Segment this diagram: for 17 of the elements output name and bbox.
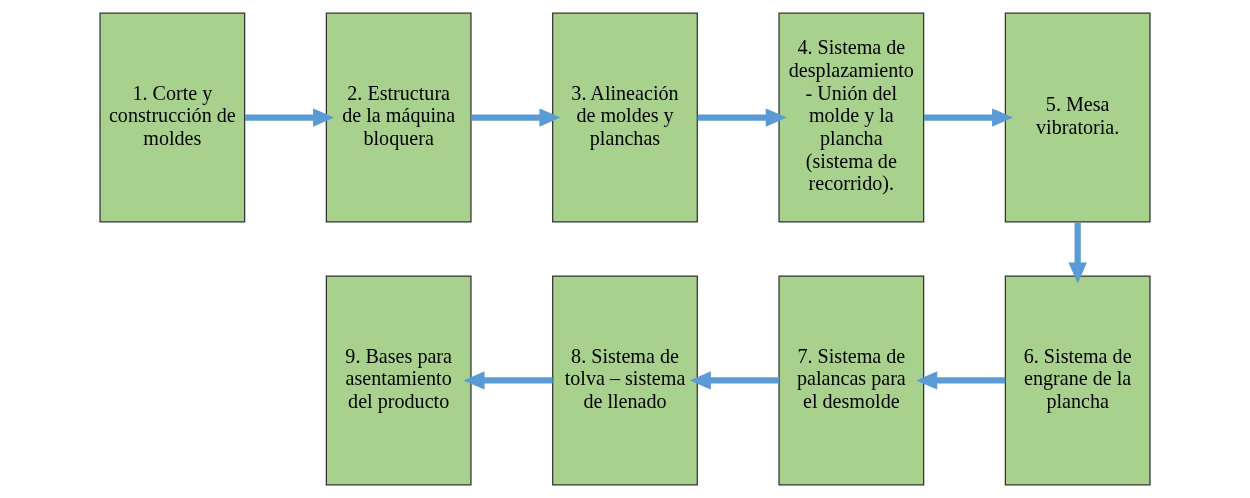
arrow bbox=[471, 108, 561, 127]
node-box: 4. Sistema de desplazamiento - Unión del molde y la plancha (sistema de recorrido). bbox=[778, 12, 925, 223]
node-box: 5. Mesa vibratoria. bbox=[1004, 12, 1151, 223]
arrow bbox=[697, 108, 787, 127]
node-box: 8. Sistema de tolva – sistema de llenado bbox=[552, 275, 698, 486]
node-box: 9. Bases para asentamiento del producto bbox=[325, 275, 472, 486]
arrow bbox=[916, 371, 1006, 390]
arrow bbox=[924, 108, 1014, 127]
node-box: 1. Corte y construcción de moldes bbox=[99, 12, 246, 223]
arrow bbox=[245, 108, 335, 127]
node-box: 7. Sistema de palancas para el desmolde bbox=[778, 275, 925, 486]
arrow bbox=[463, 371, 553, 390]
node-box: 6. Sistema de engrane de la plancha bbox=[1004, 275, 1151, 486]
arrow bbox=[1068, 222, 1087, 284]
arrow bbox=[689, 371, 779, 390]
node-box: 3. Alineación de moldes y planchas bbox=[552, 12, 698, 223]
node-box: 2. Estructura de la máquina bloquera bbox=[325, 12, 472, 223]
